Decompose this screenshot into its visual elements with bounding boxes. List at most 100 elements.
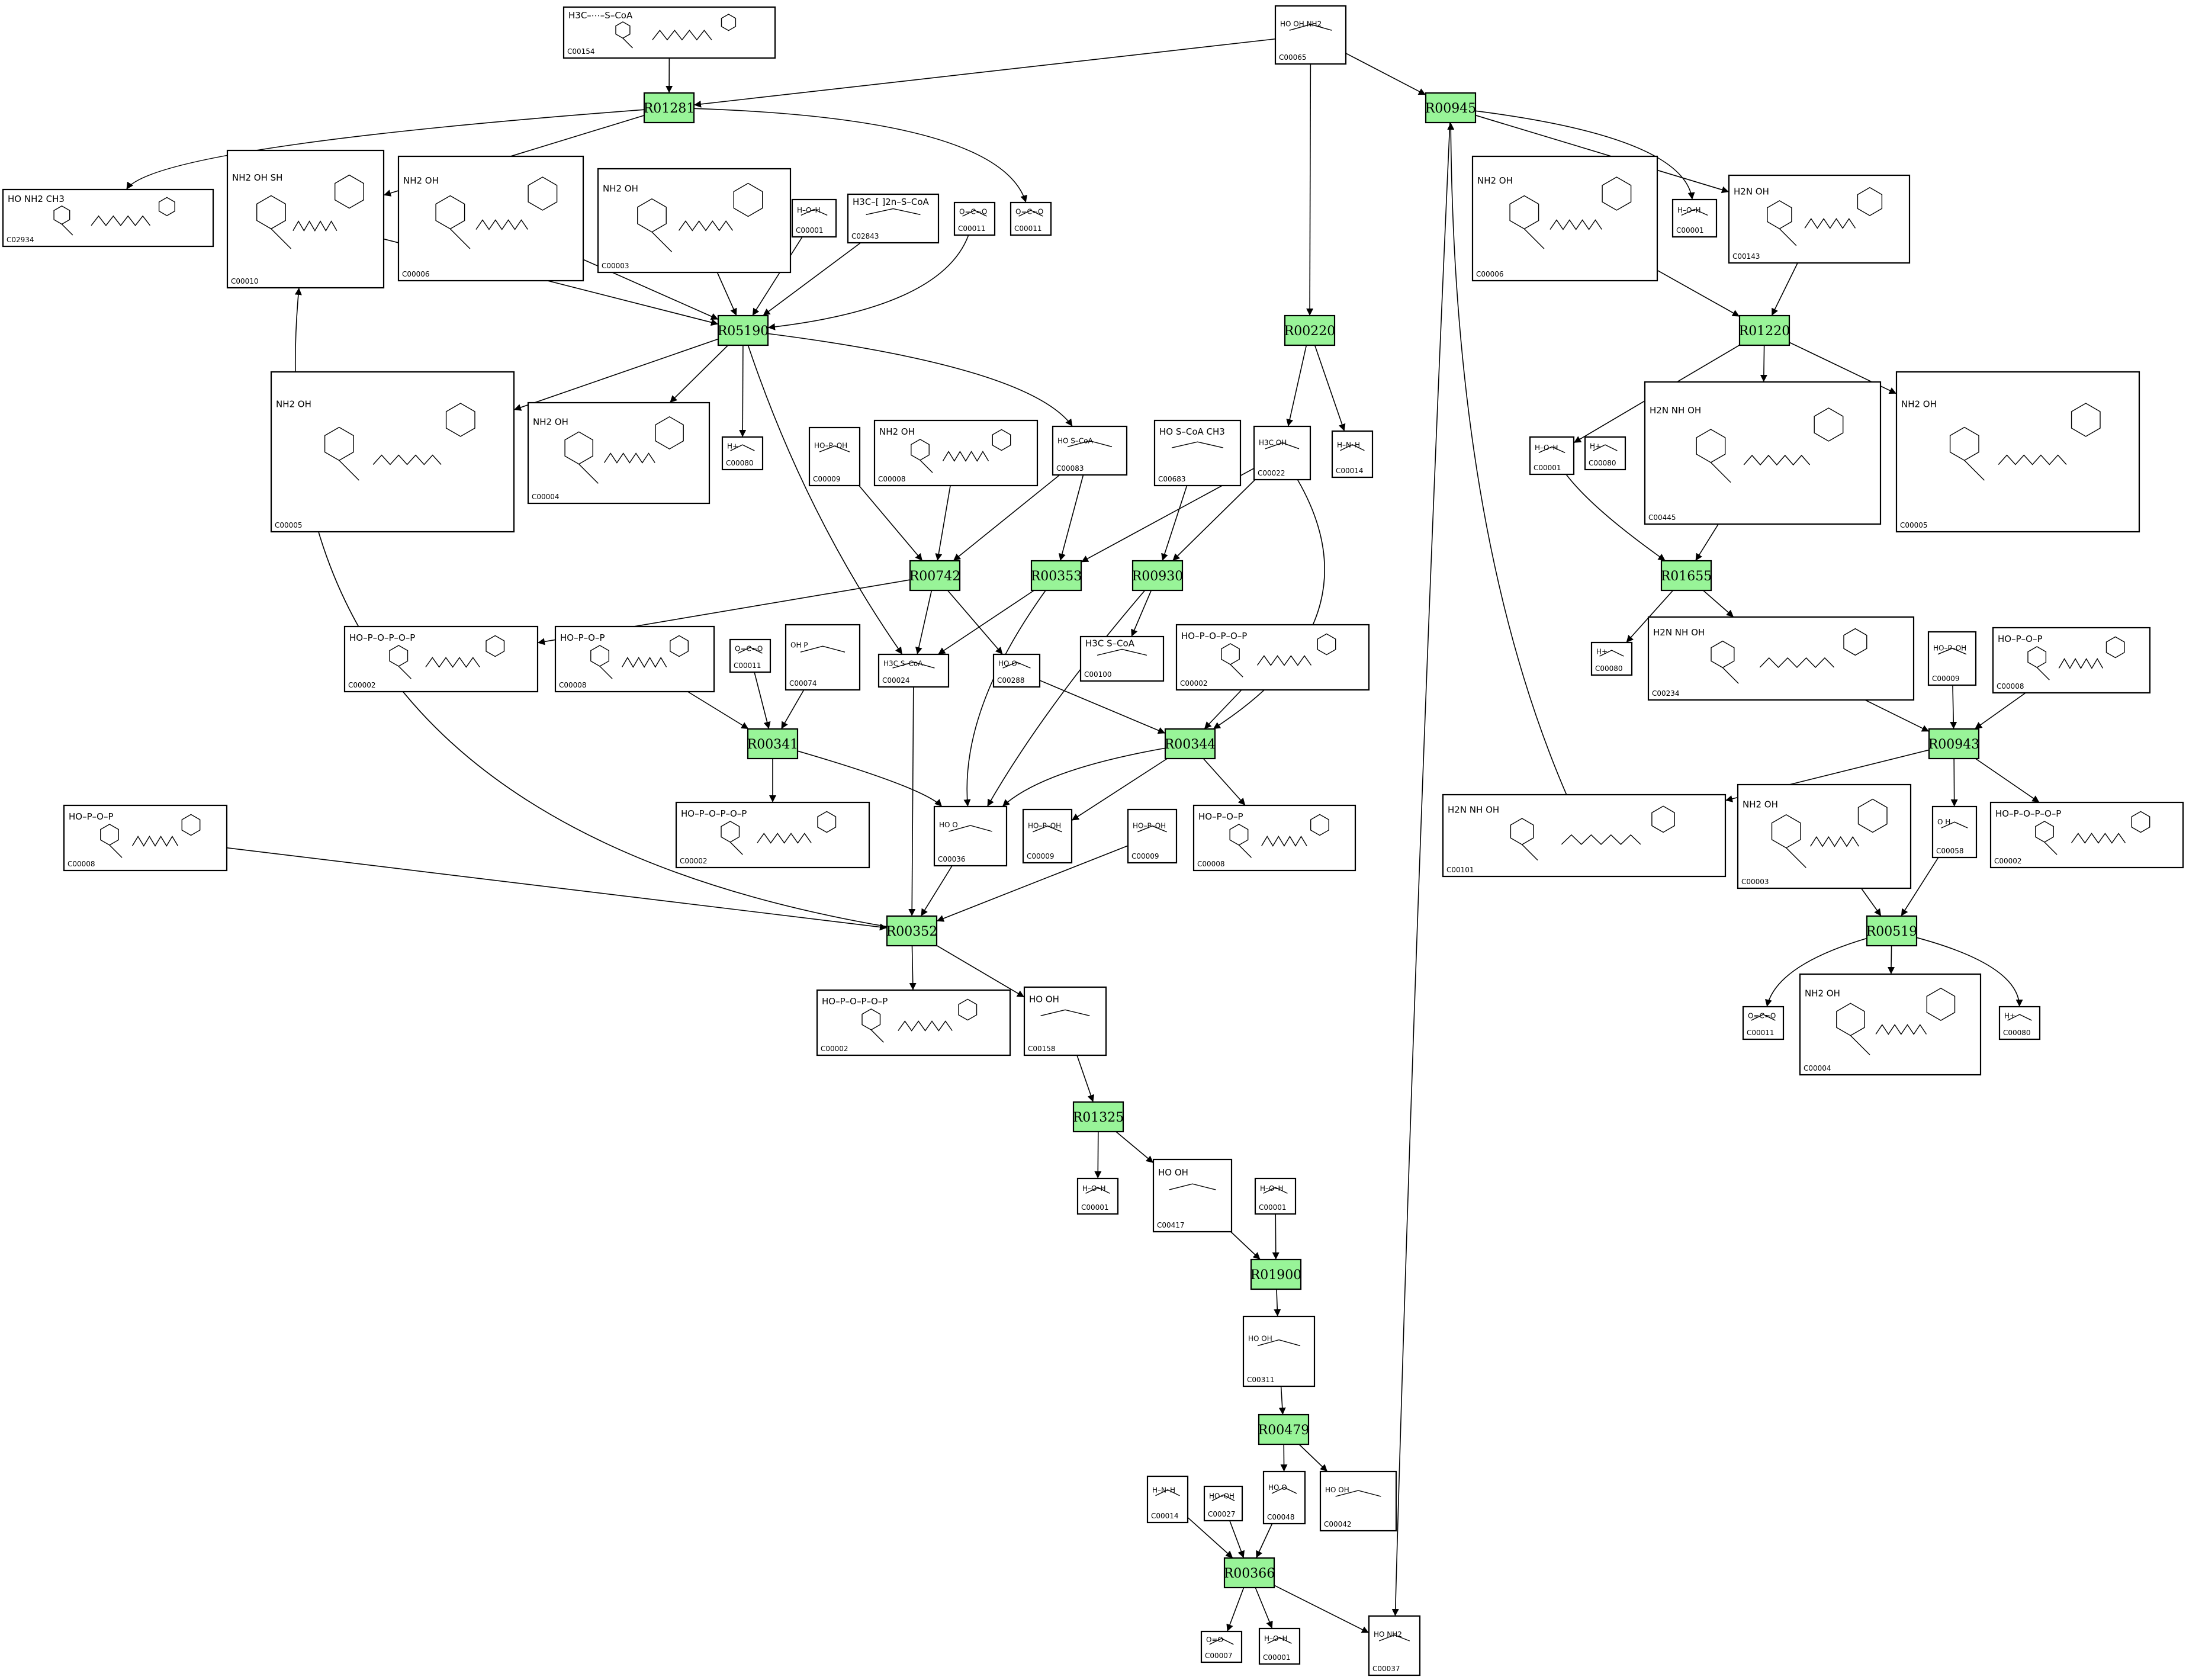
reaction-r00344[interactable]: R00344: [1165, 728, 1216, 760]
compound-formula: HO OH NH2: [1280, 20, 1322, 28]
reaction-r01281[interactable]: R01281: [644, 92, 695, 124]
compound-c00080d[interactable]: H+C00080: [1998, 1006, 2041, 1040]
edge-c00001a-r05190: [752, 236, 803, 316]
compound-c00080c[interactable]: H+C00080: [1590, 641, 1633, 676]
structure-drawing: [2035, 811, 2150, 855]
edge-c00011a-r05190: [767, 235, 969, 330]
reaction-r00943[interactable]: R00943: [1928, 728, 1980, 760]
reaction-r00341[interactable]: R00341: [747, 728, 799, 760]
structure-drawing: [819, 445, 850, 452]
compound-c00080a[interactable]: H+C00080: [721, 436, 764, 471]
structure-drawing: [1767, 187, 1883, 246]
reaction-r00930[interactable]: R00930: [1132, 560, 1184, 592]
reaction-r01325[interactable]: R01325: [1073, 1101, 1124, 1133]
reaction-r00353[interactable]: R00353: [1031, 560, 1082, 592]
compound-c00288[interactable]: HO O-C00288: [992, 653, 1041, 688]
reaction-r00366[interactable]: R00366: [1224, 1557, 1275, 1589]
reaction-r01655[interactable]: R01655: [1661, 560, 1712, 592]
structure-drawing: [2007, 1014, 2032, 1021]
reaction-r00742[interactable]: R00742: [909, 560, 961, 592]
structure-drawing: [2027, 636, 2125, 680]
reaction-r00220[interactable]: R00220: [1284, 314, 1336, 346]
edge-r00742-c00288: [947, 590, 1003, 655]
structure-drawing: [801, 208, 828, 216]
structure-drawing: [1289, 24, 1332, 31]
reaction-r00519[interactable]: R00519: [1866, 915, 1918, 947]
reaction-r01900[interactable]: R01900: [1250, 1258, 1302, 1290]
reaction-r05190[interactable]: R05190: [718, 314, 769, 346]
compound-formula: O=C=O: [1015, 207, 1043, 216]
compound-formula: HO–P–O–P–O–P: [681, 808, 747, 819]
structure-drawing: [1033, 825, 1062, 833]
compound-c00080b[interactable]: H+C00080: [1584, 436, 1626, 471]
compound-formula: HO S–CoA: [1057, 437, 1094, 445]
reaction-r00352[interactable]: R00352: [886, 915, 938, 947]
reaction-r00945[interactable]: R00945: [1425, 92, 1477, 124]
compound-id-label: C00100: [1084, 670, 1112, 679]
reaction-r01220[interactable]: R01220: [1739, 314, 1790, 346]
compound-id-label: C00065: [1279, 53, 1307, 62]
compound-formula: HO–P–OH: [1933, 644, 1966, 653]
reaction-r00479[interactable]: R00479: [1258, 1414, 1310, 1445]
